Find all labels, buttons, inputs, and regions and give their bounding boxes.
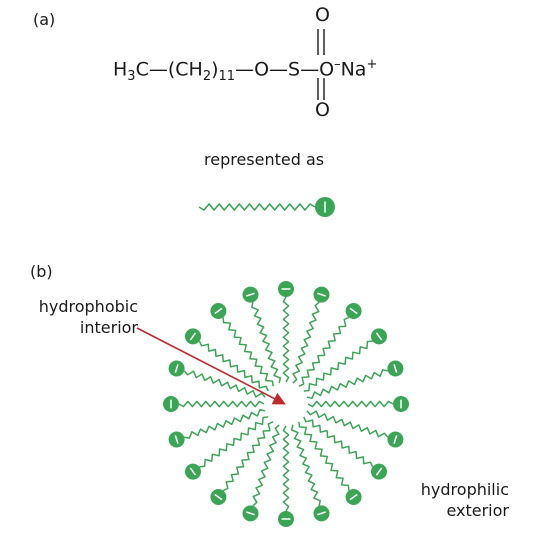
double-bond-bottom	[317, 78, 325, 100]
minus-sign	[317, 292, 326, 297]
hydrocarbon-tail	[252, 424, 280, 507]
hydrocarbon-tail	[222, 421, 274, 492]
hydrophobic-label: hydrophobic interior	[38, 297, 138, 337]
micelle-molecule	[307, 396, 409, 412]
represented-as-text: represented as	[204, 150, 325, 169]
minus-sign	[375, 467, 383, 476]
hydrocarbon-tail	[298, 316, 350, 387]
hydrocarbon-tail	[282, 425, 290, 512]
minus-sign	[317, 511, 326, 516]
micelle-molecule	[292, 286, 330, 384]
hydrocarbon-tail	[282, 296, 290, 383]
minus-sign	[393, 364, 398, 373]
micelle-molecule	[303, 416, 387, 480]
hydrocarbon-tail	[199, 416, 269, 468]
micelle-molecule	[278, 425, 294, 527]
hydrocarbon-tail	[303, 340, 373, 392]
micelle-molecule	[298, 303, 362, 387]
minus-sign	[246, 292, 255, 297]
micelle-molecule	[210, 303, 274, 387]
sulfonyl-oxygen-top: O	[315, 4, 330, 26]
panel-a-label: (a)	[33, 10, 56, 29]
double-bond-top	[317, 29, 325, 55]
micelle-molecule	[210, 421, 274, 505]
minus-sign	[174, 435, 179, 444]
hydrocarbon-tail	[251, 302, 282, 384]
hydrocarbon-tail	[292, 301, 320, 384]
micelle-molecule	[290, 424, 330, 522]
hydrophilic-label: hydrophilic exterior	[420, 480, 509, 520]
minus-sign	[214, 307, 223, 315]
hydrocarbon-tail	[222, 317, 274, 387]
minus-sign	[189, 332, 197, 341]
micelle	[163, 281, 409, 527]
hydrocarbon-tail	[306, 369, 388, 400]
micelle-molecule	[242, 286, 282, 384]
hydrocarbon-tail	[178, 400, 265, 408]
hydrocarbon-tail	[306, 410, 389, 438]
sds-molecule-symbol-tail-head	[198, 197, 335, 217]
sulfonyl-oxygen-bottom: O	[315, 99, 330, 121]
sds-molecule-symbol	[198, 197, 335, 217]
minus-sign	[349, 493, 358, 501]
minus-sign	[393, 435, 398, 444]
hydrocarbon-tail	[198, 340, 269, 392]
minus-sign	[375, 332, 383, 341]
sds-formula: H3C—(CH2)11—O—S—O–Na+	[113, 57, 378, 85]
micelle-molecule	[163, 396, 265, 412]
micelle-molecule	[278, 281, 294, 383]
micelle-molecule	[168, 408, 266, 448]
micelle-molecule	[306, 410, 404, 448]
minus-sign	[174, 364, 179, 373]
micelle-molecule	[306, 360, 404, 400]
hydrocarbon-tail	[298, 421, 350, 491]
hydrocarbon-tail	[307, 400, 394, 408]
hydrocarbon-tail	[184, 408, 266, 439]
minus-sign	[246, 511, 255, 516]
micelle-molecule	[298, 421, 362, 505]
micelle-molecule	[185, 416, 269, 480]
hydrocarbon-tail	[303, 416, 374, 468]
hydrocarbon-tail	[198, 203, 316, 211]
micelle-molecule	[168, 360, 266, 398]
hydrocarbon-tail	[290, 424, 321, 506]
micelle-molecule	[303, 328, 387, 392]
minus-sign	[349, 307, 358, 315]
hydrocarbon-tail	[183, 370, 266, 398]
minus-sign	[189, 467, 197, 476]
minus-sign	[214, 493, 223, 501]
interior-arrow	[136, 327, 286, 405]
micelle-molecule	[185, 328, 269, 392]
micelle-molecule	[242, 424, 280, 522]
panel-b-label: (b)	[30, 262, 53, 281]
